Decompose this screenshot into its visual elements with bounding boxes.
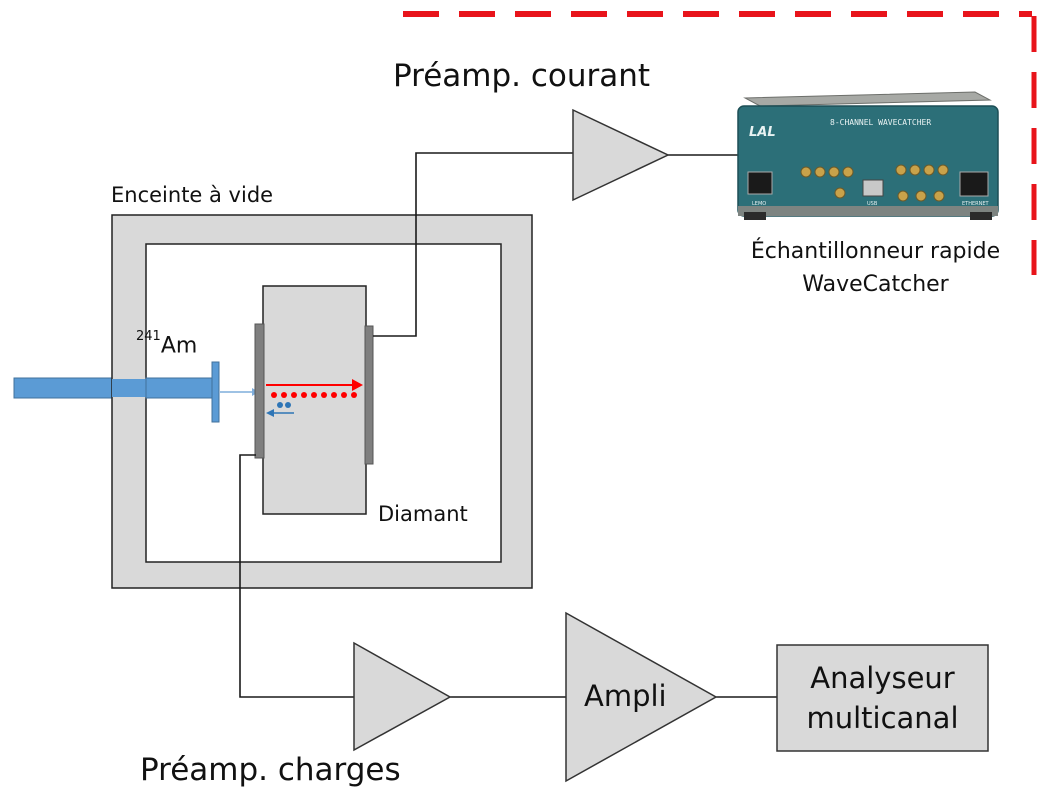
rod-through-wall (112, 379, 146, 397)
diamond-label: Diamant (378, 502, 468, 526)
port-label-ethernet: ETHERNET (962, 201, 990, 207)
mca-label-line2: multicanal (806, 701, 959, 735)
mca-box (776, 644, 989, 752)
left-electrode (254, 323, 265, 459)
electron-track (266, 379, 363, 398)
port-label-lemo: LEMO (752, 201, 766, 207)
wavecatcher-device: LAL 8-CHANNEL WAVECATCHER LEMO USB ETHER… (737, 91, 999, 220)
device-logo: LAL (749, 125, 776, 140)
mca-label-line1: Analyseur (810, 661, 955, 695)
port-label-usb: USB (867, 201, 878, 207)
mca-label: Analyseur multicanal (777, 658, 988, 738)
charge-preamp-label: Préamp. charges (140, 752, 401, 788)
source-symbol: Am (160, 333, 198, 359)
wiring (239, 152, 777, 698)
digitizer-label-line2: WaveCatcher (802, 272, 949, 297)
current-preamp-triangle (572, 108, 670, 202)
right-electrode (364, 325, 374, 465)
charge-preamp-triangle (353, 641, 452, 752)
hole-track (266, 402, 294, 417)
vacuum-chamber-label: Enceinte à vide (111, 183, 274, 207)
diamond-detector (254, 285, 374, 515)
source-mass-number: 241 (136, 329, 161, 344)
ampli-triangle (565, 611, 718, 783)
digitizer-label-line1: Échantillonneur rapide (750, 239, 1001, 264)
dashed-boundary (403, 11, 1037, 275)
source-label: 241Am (136, 330, 198, 359)
ampli-label: Ampli (584, 679, 667, 713)
rod-inner (145, 377, 217, 399)
source-disk (211, 361, 220, 423)
device-title: 8-CHANNEL WAVECATCHER (830, 118, 931, 127)
digitizer-label: Échantillonneur rapide WaveCatcher (708, 235, 1041, 301)
current-preamp-label: Préamp. courant (393, 58, 651, 94)
